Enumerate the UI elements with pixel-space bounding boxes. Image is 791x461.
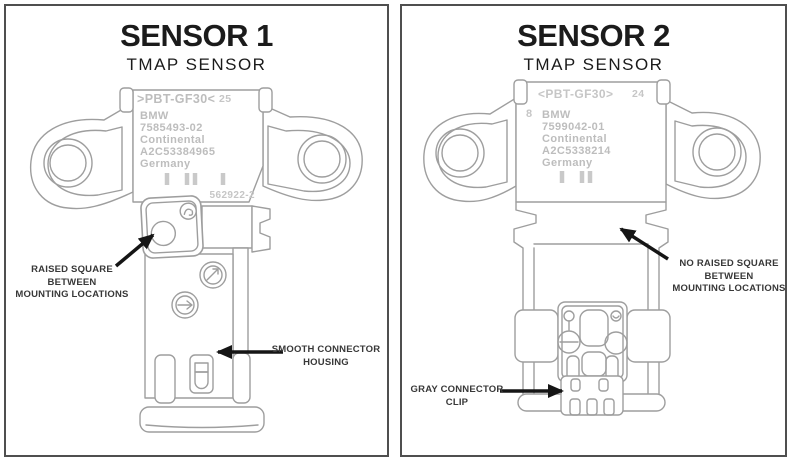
sensor1-left-mount-hole <box>43 138 93 188</box>
sensor1-annotation-housing: SMOOTH CONNECTOR HOUSING <box>260 344 392 369</box>
sensor2-connector-plate <box>557 301 628 383</box>
annotation-line: SMOOTH CONNECTOR <box>271 344 381 355</box>
sensor2-drawing: <PBT-GF30> 24 8 BMW 7599042-01 Continent… <box>423 79 761 416</box>
sensor2-right-ear <box>665 99 761 200</box>
annotation-line: MOUNTING LOCATIONS <box>15 289 129 300</box>
sensor1-brand-marking: BMW <box>140 110 169 122</box>
material-mark-icon <box>179 202 197 220</box>
sensor1-right-mount-hole <box>297 134 347 184</box>
sensor2-brand-marking: BMW <box>542 109 571 121</box>
sensor1-lower-bar <box>201 205 271 253</box>
sensor1-panel: SENSOR 1 TMAP SENSOR <box>4 4 389 457</box>
sensor1-right-ear <box>262 104 363 202</box>
sensor2-annotation-no-raised-square: NO RAISED SQUARE BETWEEN MOUNTING LOCATI… <box>650 258 791 296</box>
sensor1-part-number-marking: 7585493-02 <box>140 122 203 134</box>
sensor2-origin-marking: Germany <box>542 157 593 169</box>
sensor1-subtitle: TMAP SENSOR <box>126 55 267 74</box>
sensor1-housing-code-marking: 562922-2 <box>210 190 255 201</box>
sensor1-drawing: >PBT-GF30< 25 BMW 7585493-02 Continental… <box>29 87 363 433</box>
sensor2-manufacturer-marking: Continental <box>542 133 607 145</box>
screw-head-icon <box>557 330 581 354</box>
sensor1-manufacturer-marking: Continental <box>140 134 205 146</box>
recycle-symbol-icon <box>199 261 227 289</box>
annotation-line: HOUSING <box>303 356 349 368</box>
sensor1-markings: >PBT-GF30< 25 BMW 7585493-02 Continental… <box>137 92 255 201</box>
annotation-line: RAISED SQUARE BETWEEN <box>31 264 113 288</box>
sensor1-raised-square <box>140 195 204 259</box>
sensor2-annotation-clip: GRAY CONNECTOR CLIP <box>402 384 512 409</box>
sensor1-connector-latch <box>154 352 251 404</box>
annotation-line: GRAY CONNECTOR <box>410 384 504 395</box>
sensor2-supplier-part-marking: A2C5338214 <box>542 145 611 157</box>
sensor2-cavity-marking: 24 <box>632 88 644 100</box>
sensor1-raised-square-arrow <box>114 233 155 268</box>
orientation-arrow-icon <box>171 291 199 319</box>
sensor1-port-base <box>139 406 265 433</box>
sensor2-heading: SENSOR 2 TMAP SENSOR <box>402 20 785 73</box>
sensor2-left-mount-hole <box>435 128 485 178</box>
mold-symbol-icon: 8 <box>526 108 533 120</box>
sensor1-left-ear <box>29 102 134 210</box>
sensor1-origin-marking: Germany <box>140 158 191 170</box>
sensor2-left-ear <box>423 97 517 203</box>
sensor1-housing-emblems <box>171 261 227 319</box>
sensor2-panel: SENSOR 2 TMAP SENSOR <box>400 4 787 457</box>
annotation-line: BETWEEN <box>704 270 754 282</box>
sensor1-title: SENSOR 1 <box>120 18 273 53</box>
annotation-line: MOUNTING LOCATIONS <box>672 283 786 294</box>
sensor2-title: SENSOR 2 <box>517 18 670 53</box>
clocking-mark-icon <box>610 310 622 322</box>
sensor2-index-ticks <box>559 171 593 183</box>
sensor1-material-marking: >PBT-GF30< <box>137 92 215 106</box>
sensor2-subtitle: TMAP SENSOR <box>523 55 664 74</box>
sensor2-part-number-marking: 7599042-01 <box>542 121 605 133</box>
sensor2-material-marking: <PBT-GF30> <box>538 87 613 101</box>
sensor1-annotation-raised-square: RAISED SQUARE BETWEEN MOUNTING LOCATIONS <box>8 264 136 302</box>
sensor2-markings: <PBT-GF30> 24 8 BMW 7599042-01 Continent… <box>526 87 644 183</box>
annotation-line: NO RAISED SQUARE <box>679 258 779 269</box>
sensor2-connector-wings <box>514 309 671 363</box>
sensor2-connector-clip <box>560 375 624 416</box>
sensor1-heading: SENSOR 1 TMAP SENSOR <box>6 20 387 73</box>
sensor1-supplier-part-marking: A2C53384965 <box>140 146 215 158</box>
sensor2-flat-area-arrow <box>619 227 669 261</box>
sensor1-index-ticks <box>164 173 226 185</box>
annotation-line: CLIP <box>445 396 469 408</box>
sensor1-cavity-marking: 25 <box>219 93 231 105</box>
sensor2-right-mount-hole <box>692 127 742 177</box>
